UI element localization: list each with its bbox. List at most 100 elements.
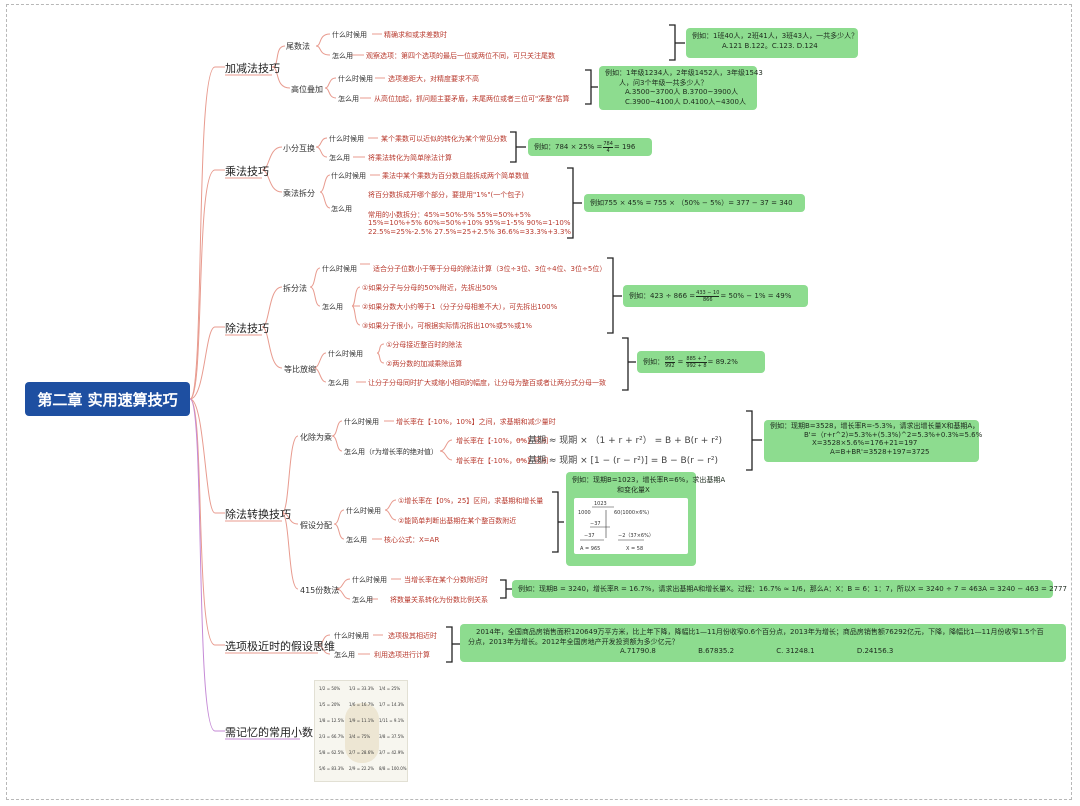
example-high: 例如：1年级1234人，2年级1452人，3年级1543 人，问3个年级一共多少… bbox=[599, 66, 763, 110]
page-frame bbox=[6, 4, 1072, 800]
decimal-1-1: 1/6 = 16.7% bbox=[349, 702, 375, 707]
example-ms-text: 例如755 × 45% = 755 × （50% − 5%）= 377 − 37… bbox=[590, 199, 793, 207]
decimal-5-0: 5/6 = 83.3% bbox=[319, 766, 345, 771]
tail-when-label: 什么时候用 bbox=[332, 31, 367, 39]
ad-step-2: ②能简单判断出基期在某个整百数附近 bbox=[398, 517, 517, 525]
branch-add-sub: 加减法技巧 bbox=[225, 62, 280, 75]
branch-multiply: 乘法技巧 bbox=[225, 165, 269, 178]
example-415-text: 例如：现期B = 3240，增长率R = 16.7%，请求出基期A和增长量X。过… bbox=[518, 585, 1067, 593]
hand-1: 1023 bbox=[594, 501, 607, 507]
hand-6: −2（37×6%） bbox=[618, 533, 654, 539]
fs-when-text: 某个乘数可以近似的转化为某个常见分数 bbox=[381, 135, 507, 143]
example-tail-line-2: A.121 B.122。C.123. D.124 bbox=[722, 42, 818, 50]
f415-how-label: 怎么用 bbox=[352, 596, 373, 604]
example-assume: 例如：现期B=1023，增长率R=6%，求出基期A 和变化量X 1023 100… bbox=[566, 472, 726, 566]
example-assume-line-1: 例如：现期B=1023，增长率R=6%，求出基期A bbox=[572, 476, 726, 484]
hand-8: X = 58 bbox=[626, 546, 644, 552]
near-how-label: 怎么用 bbox=[334, 651, 355, 659]
example-sc-text: 例如： bbox=[643, 358, 664, 366]
f415-how-text: 将数量关系转化为份数比例关系 bbox=[390, 596, 488, 604]
example-high-line-1: 例如：1年级1234人，2年级1452人，3年级1543 bbox=[605, 69, 763, 77]
example-near-options: 2014年，全国商品房销售面积120649万平方米，比上年下降，降幅比1—11月… bbox=[460, 624, 1066, 662]
hand-4: −37 bbox=[590, 521, 601, 527]
ad-how-label: 怎么用 bbox=[346, 536, 367, 544]
decimal-0-0: 1/2 = 50% bbox=[319, 686, 341, 691]
ms-when-text: 乘法中某个乘数为百分数且能拆成两个简单数值 bbox=[382, 172, 529, 180]
example-base-line-2: B'=（r+r^2)=5.3%+(5.3%)^2=5.3%+0.3%=5.6% bbox=[804, 430, 983, 439]
node-fraction-swap: 小分互换 bbox=[283, 144, 315, 153]
near-option-c: C. 31248.1 bbox=[776, 647, 815, 655]
example-base-line-3: X=3528×5.6%=176+21=197 bbox=[812, 439, 918, 447]
hand-strokes bbox=[580, 506, 644, 541]
dm-when-label: 什么时候用 bbox=[344, 418, 379, 426]
sp-when-text: 适合分子位数小于等于分母的除法计算（3位÷3位、3位÷4位、3位÷5位） bbox=[373, 265, 607, 273]
hand-7: A = 965 bbox=[580, 546, 601, 552]
near-when-text: 选项极其相近时 bbox=[388, 632, 437, 640]
dm-row-2-range: 增长率在【-10%，0%】区间 bbox=[456, 457, 549, 465]
example-high-line-4: C.3900~4100人 D.4100人~4300人 bbox=[625, 97, 746, 106]
example-415: 例如：现期B = 3240，增长率R = 16.7%，请求出基期A和增长量X。过… bbox=[512, 580, 1067, 598]
example-ds-den: 866 bbox=[703, 296, 713, 303]
handwritten-calculation: 1023 1000 60(1000×6%) −37 −37 −2（37×6%） … bbox=[574, 498, 688, 554]
node-div-to-mult: 化除为乘 bbox=[300, 433, 332, 442]
ms-how-text: 将百分数拆成开哪个部分，要提用"1%"(一个包子) bbox=[368, 191, 525, 199]
sc-step-1: ①分母接近整百时的除法 bbox=[386, 341, 463, 349]
example-base: 例如：现期B=3528，增长率R=-5.3%，请求出增长量X和基期A， B'=（… bbox=[764, 420, 983, 462]
node-split-method: 拆分法 bbox=[283, 284, 307, 293]
decimal-3-1: 3/4 = 75% bbox=[349, 734, 371, 739]
near-option-a: A.71790.8 bbox=[620, 647, 656, 655]
node-tail-method: 尾数法 bbox=[286, 42, 310, 51]
example-sc-eq: = bbox=[677, 358, 684, 366]
decimal-0-2: 1/4 = 25% bbox=[379, 686, 401, 691]
sc-step-2: ②两分数的加减乘除运算 bbox=[386, 360, 463, 368]
decimal-4-1: 2/7 = 28.6% bbox=[349, 750, 375, 755]
example-sc-num1: 865 bbox=[665, 355, 675, 363]
ms-when-label: 什么时候用 bbox=[331, 172, 366, 180]
near-option-d: D.24156.3 bbox=[856, 647, 894, 655]
decimals-card: 1/2 = 50% 1/3 = 33.3% 1/4 = 25% 1/5 = 20… bbox=[314, 680, 408, 782]
node-assume-distribute: 假设分配 bbox=[300, 521, 332, 530]
example-sc-den1: 992 bbox=[665, 362, 675, 369]
near-option-b: B.67835.2 bbox=[698, 647, 735, 655]
decimal-1-0: 1/5 = 20% bbox=[319, 702, 341, 707]
root-node: 第二章 实用速算技巧 bbox=[25, 382, 190, 416]
branch-near-options: 选项极近时的假设思维 bbox=[225, 640, 335, 653]
decimal-1-2: 1/7 = 14.3% bbox=[379, 702, 405, 707]
example-sc-den2: 992 + 8 bbox=[686, 362, 707, 369]
high-how-label: 怎么用 bbox=[338, 95, 359, 103]
example-ds-result: = 50% − 1% = 49% bbox=[720, 292, 792, 300]
high-when-label: 什么时候用 bbox=[338, 75, 373, 83]
sp-step-1: ①如果分子与分母的50%附近，先拆出50% bbox=[362, 284, 498, 292]
example-base-line-4: A=B+BR'=3528+197=3725 bbox=[830, 447, 930, 456]
ad-step-1: ①增长率在【0%，25】区间，求基期和增长量 bbox=[398, 497, 544, 505]
example-tail: 例如：1班40人，2班41人，3班43人，一共多少人？ A.121 B.122。… bbox=[686, 28, 858, 58]
card-illustration bbox=[345, 703, 379, 763]
sp-step-2: ②如果分数大小约等于1（分子分母相差不大），可先拆出100% bbox=[362, 303, 558, 311]
decimal-2-1: 1/9 = 11.1% bbox=[349, 718, 375, 723]
dm-how-label: 怎么用（r为增长率的绝对值） bbox=[344, 448, 438, 456]
example-fs-num: 784 bbox=[603, 140, 613, 148]
fs-how-label: 怎么用 bbox=[329, 154, 350, 162]
ms-how-label: 怎么用 bbox=[331, 205, 352, 213]
sc-how-label: 怎么用 bbox=[328, 379, 349, 387]
node-high-stack: 高位叠加 bbox=[291, 85, 323, 94]
dm-row-2-formula: 基期 ≈ 现期 × [1 − (r − r²)] = B − B(r − r²) bbox=[528, 456, 718, 466]
ms-note-3: 22.5%=25%-2.5% 27.5%=25+2.5% 36.6%=33.3%… bbox=[368, 228, 572, 236]
dm-when-text: 增长率在【-10%，10%】之间，求基期和减少量时 bbox=[396, 418, 556, 426]
dm-row-1-formula: 基期 ≈ 现期 × （1 + r + r²） = B + B(r + r²) bbox=[528, 436, 722, 446]
branch-divide: 除法技巧 bbox=[225, 322, 269, 335]
near-when-label: 什么时候用 bbox=[334, 632, 369, 640]
tail-how-text: 观察选项：第四个选项的最后一位或两位不同，可只关注尾数 bbox=[366, 52, 555, 60]
hand-3: 60(1000×6%) bbox=[614, 510, 650, 516]
example-near-line-2: 分点，2013年为增长。2012年全国房地产开发投资额为多少亿元？ bbox=[468, 637, 679, 646]
example-near-options-row: A.71790.8 B.67835.2 C. 31248.1 D.24156.3 bbox=[468, 647, 1058, 657]
example-mult-split: 例如755 × 45% = 755 × （50% − 5%）= 377 − 37… bbox=[584, 194, 805, 212]
node-scale: 等比放缩 bbox=[284, 365, 316, 374]
decimal-2-2: 1/11 = 9.1% bbox=[379, 718, 405, 723]
example-high-line-2: 人，问3个年级一共多少人？ bbox=[619, 78, 708, 87]
